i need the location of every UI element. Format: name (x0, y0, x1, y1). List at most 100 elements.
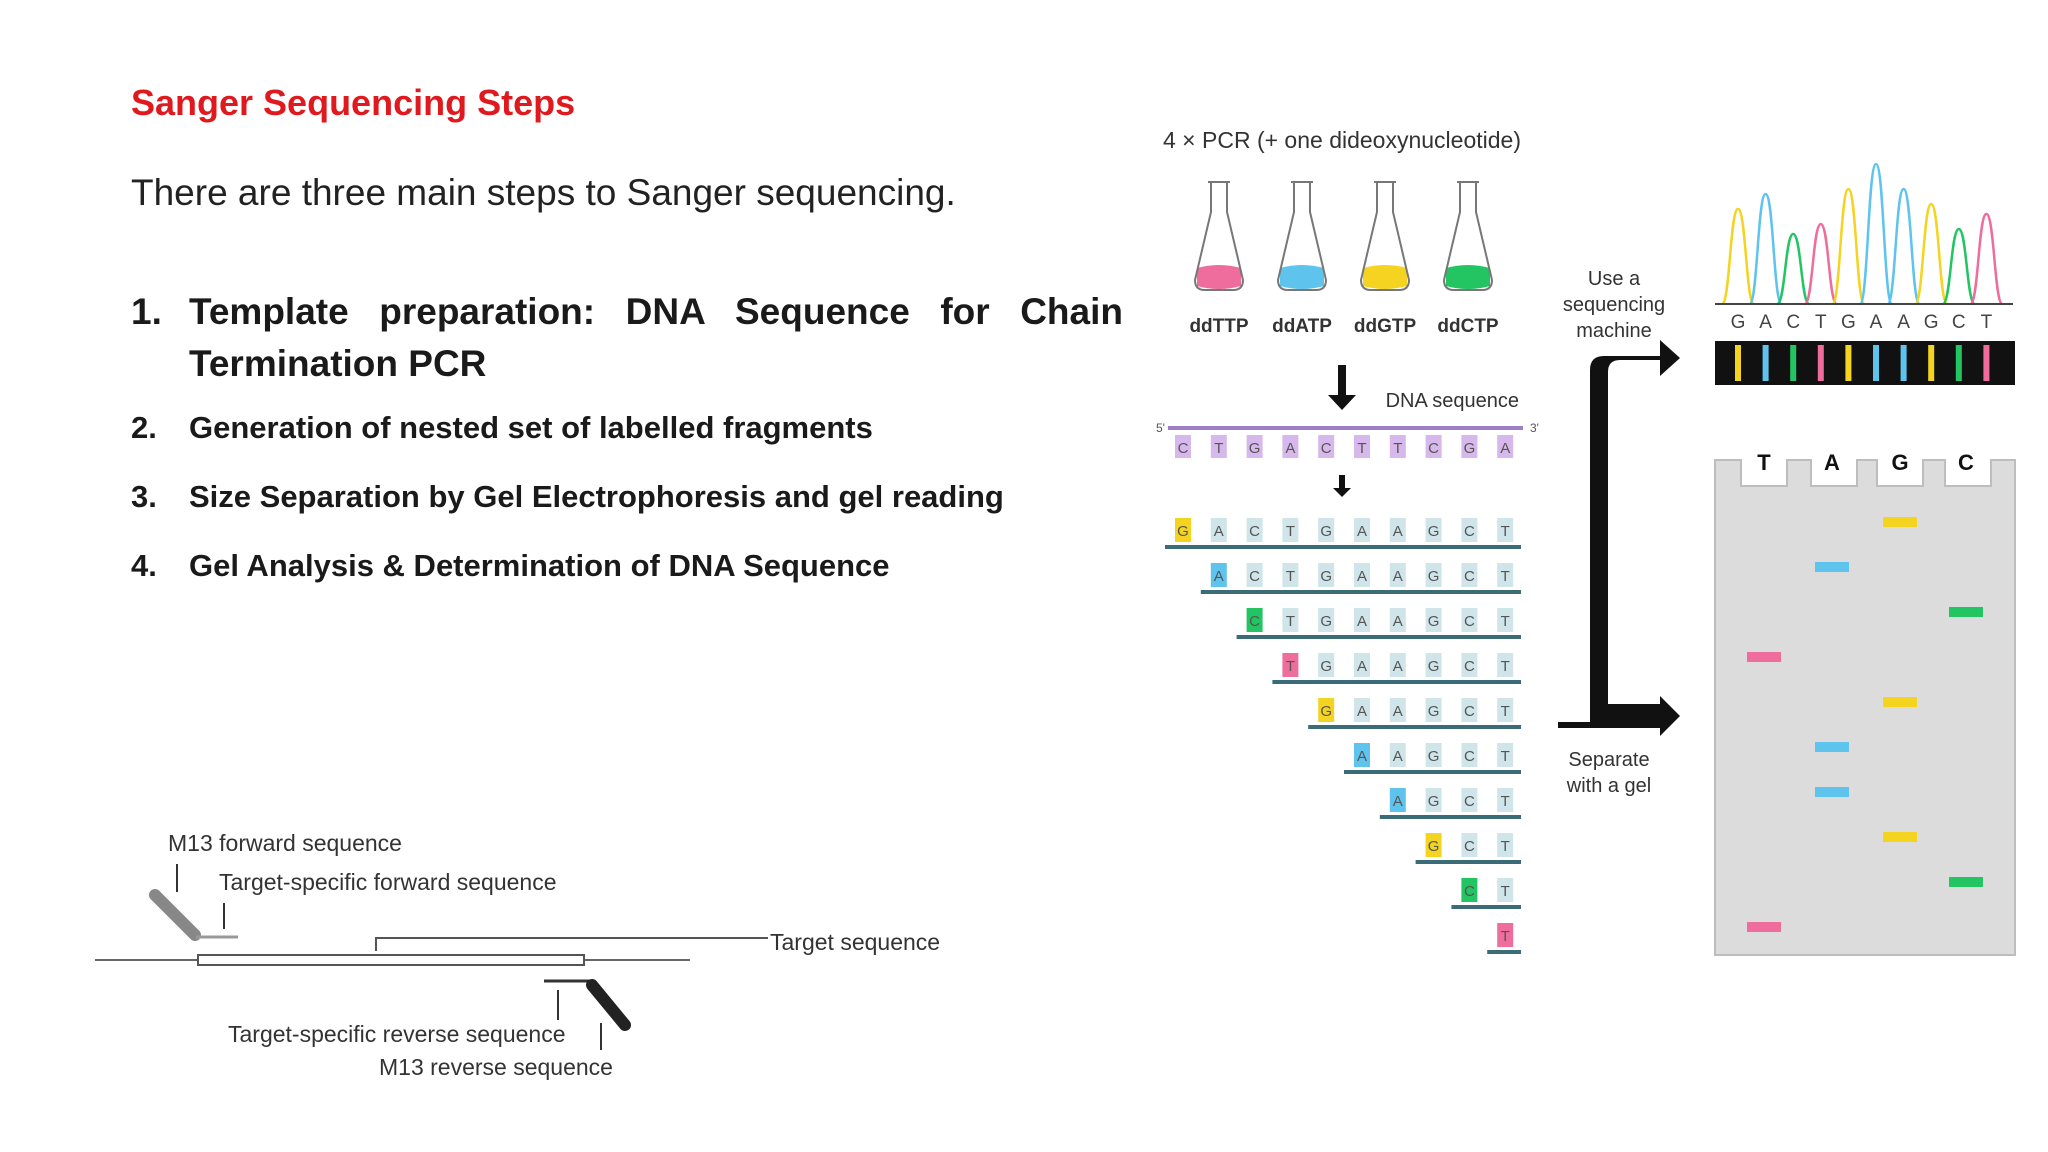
flask-outline (1359, 182, 1411, 291)
chromatogram-letter: G (1841, 312, 1856, 333)
flask-ddatp: ddATP (1272, 181, 1332, 337)
flask-ddgtp: ddGTP (1354, 181, 1416, 337)
chromatogram-letter: A (1870, 312, 1883, 333)
fragment-base-letter: G (1428, 613, 1440, 630)
template-base-letter: T (1393, 440, 1402, 457)
fragment-base-tile (1461, 698, 1478, 722)
fragment-base-tile (1210, 518, 1227, 542)
read-bar-tick (1928, 345, 1935, 381)
read-bar-tick (1845, 345, 1852, 381)
fragment-base-tile (1175, 518, 1191, 542)
fragment-base-tile (1318, 653, 1335, 677)
flask-liquid (1197, 265, 1241, 289)
fragment-base-letter: A (1357, 523, 1367, 540)
intro-text: There are three main steps to Sanger seq… (131, 172, 956, 213)
fragment-base-tile (1389, 518, 1406, 542)
step-text: Gel Analysis & Determination of DNA Sequ… (189, 548, 890, 583)
flask-ddctp: ddCTP (1437, 181, 1499, 337)
fragment-base-tile (1425, 833, 1442, 857)
gel-band (1815, 742, 1849, 752)
template-base-letter: T (1214, 440, 1223, 457)
read-bar-tick (1790, 345, 1797, 381)
chromatogram-peak (1720, 207, 1756, 306)
fragment-base-letter: G (1320, 523, 1332, 540)
fragment-base-letter: A (1357, 658, 1367, 675)
template-base-tile (1210, 435, 1227, 458)
gel-lane-label: G (1891, 450, 1908, 475)
fragment-base-tile (1354, 653, 1370, 677)
fragment-base-letter: G (1428, 703, 1440, 720)
flask-label: ddTTP (1189, 316, 1248, 337)
fragment-base-letter: C (1464, 703, 1475, 720)
fragment-base-letter: T (1501, 703, 1510, 720)
fragment-base-tile (1354, 743, 1370, 767)
gel-band (1883, 697, 1917, 707)
use-machine-line2: sequencing (1563, 294, 1665, 316)
steps-list: 1. Template preparation: DNA Sequence fo… (131, 286, 1123, 586)
use-machine-line1: Use a (1588, 268, 1641, 290)
chromatogram-letter: G (1924, 312, 1939, 333)
template-base-letter: A (1500, 440, 1510, 457)
amplicon-box (197, 954, 585, 966)
chromatogram-peak (1803, 222, 1839, 306)
read-bar-tick (1955, 345, 1962, 381)
template-base-letter: C (1428, 440, 1439, 457)
fragment-base-tile (1497, 608, 1514, 632)
fragment-base-letter: A (1214, 568, 1224, 585)
fragment-base-letter: T (1286, 523, 1295, 540)
fragment-base-letter: T (1286, 568, 1295, 585)
fragment-base-tile (1354, 698, 1370, 722)
fragment-base-tile (1461, 563, 1478, 587)
fragment-base-tile (1318, 698, 1335, 722)
m13-forward-label: M13 forward sequence (168, 830, 402, 856)
fragment-base-tile (1497, 923, 1514, 947)
fragment-base-tile (1318, 518, 1335, 542)
flask-outline (1442, 182, 1494, 291)
template-base-tile (1461, 435, 1478, 458)
read-bar-tick (1762, 345, 1769, 381)
fragment-base-letter: G (1428, 658, 1440, 675)
read-bar-ticks (1735, 345, 1990, 381)
template-base-letter: A (1285, 440, 1295, 457)
fragment-base-letter: T (1501, 523, 1510, 540)
step-number: 1. (131, 291, 162, 332)
chromatogram-peak (1748, 192, 1783, 306)
template-base-tile (1282, 435, 1299, 458)
fragment-base-tile (1497, 833, 1514, 857)
fragment-base-tile (1389, 743, 1406, 767)
fragment-base-letter: C (1464, 793, 1475, 810)
fragment-base-letter: A (1357, 568, 1367, 585)
template-base-letter: T (1357, 440, 1366, 457)
step-number: 2. (131, 410, 157, 445)
gel-band (1883, 832, 1917, 842)
fragment-base-letter: T (1501, 748, 1510, 765)
fragment-base-tile (1354, 518, 1370, 542)
fragment-base-tile (1461, 653, 1478, 677)
chromatogram-letter: T (1815, 312, 1827, 333)
template-base-tile (1497, 435, 1514, 458)
read-bar (1715, 341, 2015, 385)
fragment-base-tile (1497, 788, 1514, 812)
step-item: 3. Size Separation by Gel Electrophoresi… (131, 477, 1123, 517)
slide-title: Sanger Sequencing Steps (131, 82, 576, 123)
fragment-base-tile (1425, 788, 1442, 812)
read-bar-tick (1873, 345, 1879, 381)
fragment-base-letter: G (1320, 658, 1332, 675)
fragment-row: T (1487, 923, 1521, 954)
fragment-base-letter: A (1393, 748, 1403, 765)
fragment-base-tile (1389, 653, 1406, 677)
fragment-base-tile (1389, 608, 1406, 632)
chromatogram-peak (1858, 162, 1894, 306)
pcr-title: 4 × PCR (+ one dideoxynucleotide) (1163, 127, 1521, 153)
chromatogram-peak (1913, 202, 1949, 306)
gel-band (1949, 877, 1983, 887)
template-base-tile (1425, 435, 1442, 458)
fragment-base-letter: A (1393, 658, 1403, 675)
gel-band (1815, 787, 1849, 797)
fragment-base-tile (1461, 878, 1478, 902)
